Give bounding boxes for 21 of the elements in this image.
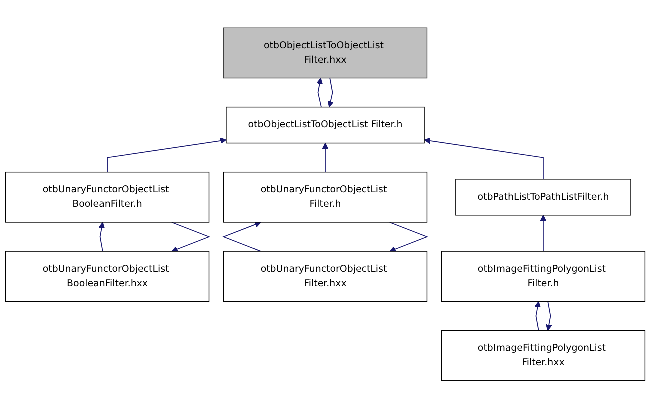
arrow <box>328 78 334 108</box>
arrow <box>171 222 210 252</box>
arrow <box>107 138 227 173</box>
node-box: otbImageFittingPolygonList Filter.h <box>441 251 646 302</box>
arrow <box>98 222 106 252</box>
node-box: otbObjectListToObjectList Filter.h <box>226 106 425 144</box>
node-box: otbUnaryFunctorObjectList BooleanFilter.h <box>5 172 210 223</box>
arrow <box>316 78 323 108</box>
arrow <box>222 222 262 252</box>
arrow <box>546 301 552 332</box>
arrow <box>540 215 547 252</box>
arrow <box>389 222 428 252</box>
node-box: otbUnaryFunctorObjectList BooleanFilter.hxx <box>5 251 210 302</box>
node-box: otbImageFittingPolygonList Filter.hxx <box>441 330 646 382</box>
arrow <box>424 138 544 180</box>
arrow <box>322 143 329 173</box>
node-box: otbObjectListToObjectList Filter.hxx <box>223 28 428 79</box>
arrow <box>534 301 541 332</box>
node-box: otbPathListToPathListFilter.h <box>456 179 632 216</box>
node-box: otbUnaryFunctorObjectList Filter.h <box>223 172 428 223</box>
node-box: otbUnaryFunctorObjectList Filter.hxx <box>223 251 428 302</box>
